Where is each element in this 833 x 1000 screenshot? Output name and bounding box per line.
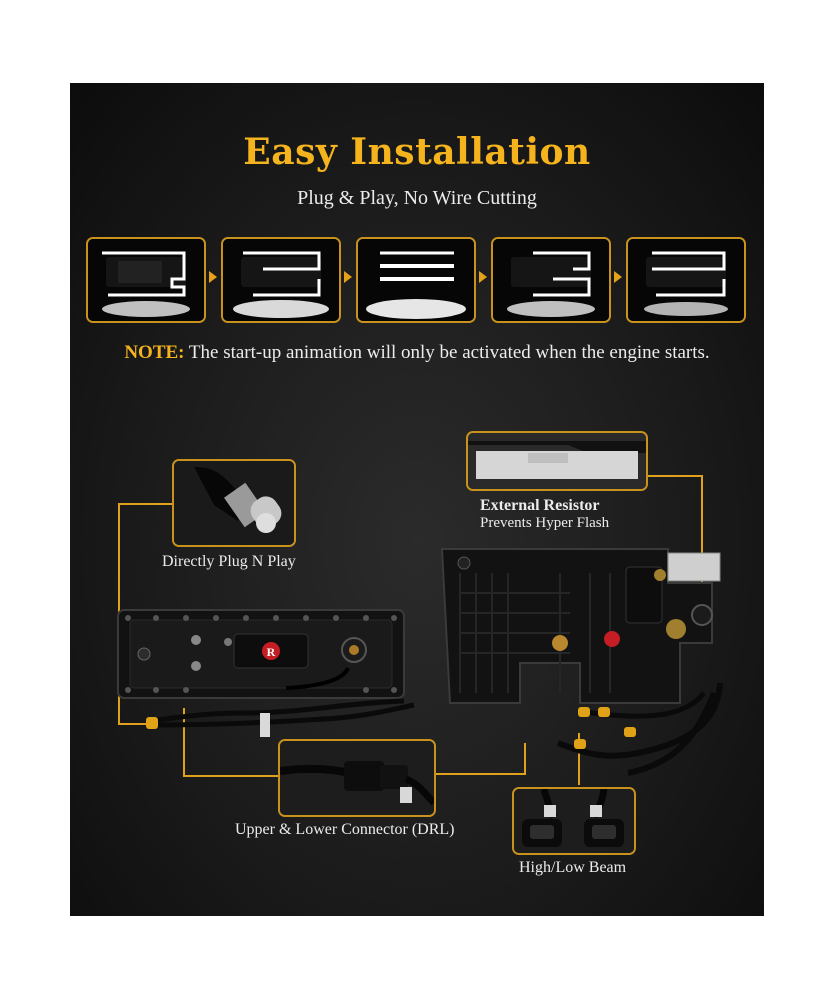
arrow-icon xyxy=(614,271,622,283)
beam-inset xyxy=(512,787,636,855)
product-logo-letter: R xyxy=(267,645,276,659)
connector-caption: Upper & Lower Connector (DRL) xyxy=(235,821,455,838)
connector-inset xyxy=(278,739,436,817)
resistor-inset xyxy=(466,431,648,491)
bulb-inset xyxy=(172,459,296,547)
right-headlight-back xyxy=(440,543,730,713)
left-headlight-back: R xyxy=(116,608,406,700)
arrow-icon xyxy=(209,271,217,283)
callout-line xyxy=(118,723,154,725)
resistor-title: External Resistor xyxy=(480,497,600,514)
callout-line xyxy=(434,773,524,775)
callout-line xyxy=(646,475,702,477)
note-text: NOTE: The start-up animation will only b… xyxy=(70,342,764,364)
beam-caption: High/Low Beam xyxy=(519,859,627,876)
animation-frame-2 xyxy=(221,237,341,323)
animation-frame-4 xyxy=(491,237,611,323)
right-wiring xyxy=(556,682,723,776)
page-title: Easy Installation xyxy=(243,131,591,173)
note-body: The start-up animation will only be acti… xyxy=(184,342,710,363)
callout-line xyxy=(578,733,580,785)
note-label: NOTE: xyxy=(124,342,185,363)
animation-frame-3 xyxy=(356,237,476,323)
callout-line xyxy=(524,743,526,775)
callout-line xyxy=(118,503,172,505)
plug-caption: Directly Plug N Play xyxy=(162,553,296,570)
page-subtitle: Plug & Play, No Wire Cutting xyxy=(297,187,537,209)
resistor-subtitle: Prevents Hyper Flash xyxy=(480,515,610,531)
left-wiring xyxy=(146,698,415,737)
animation-frame-5 xyxy=(626,237,746,323)
callout-line xyxy=(183,708,185,776)
product-panel: Easy Installation Plug & Play, No Wire C… xyxy=(70,83,764,916)
callout-line xyxy=(701,475,703,587)
arrow-icon xyxy=(479,271,487,283)
arrow-icon xyxy=(344,271,352,283)
animation-frame-1 xyxy=(86,237,206,323)
callout-line xyxy=(183,775,279,777)
